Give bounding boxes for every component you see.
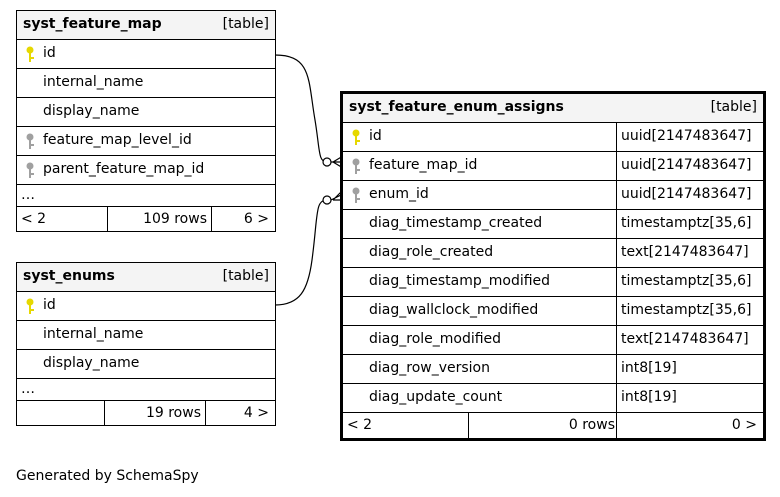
column-row[interactable]: id	[17, 291, 275, 320]
column-row[interactable]: diag_wallclock_modified timestamptz[35,6]	[343, 296, 763, 325]
column-row[interactable]: parent_feature_map_id	[17, 155, 275, 184]
primary-key-icon	[26, 46, 34, 62]
more-columns-row: …	[17, 378, 275, 400]
table-name: syst_feature_map	[23, 16, 162, 32]
column-row[interactable]: display_name	[17, 349, 275, 378]
column-name: id	[43, 297, 56, 313]
column-type: int8[19]	[621, 389, 677, 405]
table-kind: [table]	[222, 268, 269, 284]
column-row[interactable]: id uuid[2147483647]	[343, 122, 763, 151]
row-count: 0 rows	[568, 417, 615, 433]
table-syst-feature-enum-assigns[interactable]: syst_feature_enum_assigns [table] id uuid…	[340, 91, 766, 441]
table-name: syst_enums	[23, 268, 115, 284]
parents-count[interactable]: < 2	[347, 417, 373, 433]
foreign-key-icon	[352, 158, 360, 174]
column-name: enum_id	[369, 186, 429, 202]
primary-key-icon	[352, 129, 360, 145]
column-name: diag_role_modified	[369, 331, 502, 347]
column-name: display_name	[43, 355, 140, 371]
column-name: diag_role_created	[369, 244, 494, 260]
more-columns-ellipsis: …	[21, 381, 35, 397]
link-enums-optional-end	[322, 195, 332, 205]
column-row[interactable]: diag_update_count int8[19]	[343, 383, 763, 412]
column-row[interactable]: diag_role_modified text[2147483647]	[343, 325, 763, 354]
column-name: diag_row_version	[369, 360, 490, 376]
column-type: text[2147483647]	[621, 331, 749, 347]
column-name: id	[369, 128, 382, 144]
table-syst-enums[interactable]: syst_enums [table] id internal_name disp…	[16, 262, 276, 426]
column-name: feature_map_id	[369, 157, 478, 173]
column-type: timestamptz[35,6]	[621, 215, 752, 231]
table-kind: [table]	[222, 16, 269, 32]
column-name: display_name	[43, 103, 140, 119]
row-count: 19 rows	[145, 405, 201, 421]
column-row[interactable]: diag_row_version int8[19]	[343, 354, 763, 383]
column-name: diag_wallclock_modified	[369, 302, 539, 318]
column-name: diag_timestamp_created	[369, 215, 543, 231]
column-name: internal_name	[43, 74, 144, 90]
link-enums	[274, 199, 328, 306]
foreign-key-icon	[352, 187, 360, 203]
column-row[interactable]: feature_map_level_id	[17, 126, 275, 155]
table-footer: 19 rows 4 >	[17, 400, 275, 425]
children-count[interactable]: 6 >	[243, 211, 269, 227]
foreign-key-icon	[26, 133, 34, 149]
column-row[interactable]: diag_role_created text[2147483647]	[343, 238, 763, 267]
column-type: timestamptz[35,6]	[621, 302, 752, 318]
column-type: timestamptz[35,6]	[621, 273, 752, 289]
table-header: syst_feature_enum_assigns [table]	[343, 94, 763, 122]
more-columns-ellipsis: …	[21, 187, 35, 203]
children-count[interactable]: 4 >	[243, 405, 269, 421]
parents-count[interactable]: < 2	[21, 211, 47, 227]
column-list: id uuid[2147483647] feature_map_id uuid[214…	[343, 122, 763, 412]
column-row[interactable]: feature_map_id uuid[2147483647]	[343, 151, 763, 180]
table-kind: [table]	[710, 99, 757, 115]
table-syst-feature-map[interactable]: syst_feature_map [table] id internal_nam…	[16, 10, 276, 232]
link-feature-map	[274, 54, 328, 163]
column-type: int8[19]	[621, 360, 677, 376]
column-row[interactable]: internal_name	[17, 320, 275, 349]
children-count[interactable]: 0 >	[731, 417, 757, 433]
primary-key-icon	[26, 298, 34, 314]
table-name: syst_feature_enum_assigns	[349, 99, 564, 115]
table-footer: < 2 0 rows 0 >	[343, 412, 763, 438]
more-columns-row: …	[17, 184, 275, 206]
column-row[interactable]: internal_name	[17, 68, 275, 97]
row-count: 109 rows	[143, 211, 207, 227]
column-row[interactable]: id	[17, 39, 275, 68]
column-row[interactable]: enum_id uuid[2147483647]	[343, 180, 763, 209]
column-name: id	[43, 45, 56, 61]
column-name: parent_feature_map_id	[43, 161, 205, 177]
column-type: text[2147483647]	[621, 244, 749, 260]
column-type: uuid[2147483647]	[621, 186, 752, 202]
table-footer: < 2 109 rows 6 >	[17, 206, 275, 231]
generated-by-caption: Generated by SchemaSpy	[16, 468, 199, 484]
column-name: internal_name	[43, 326, 144, 342]
column-type: uuid[2147483647]	[621, 157, 752, 173]
table-header: syst_feature_map [table]	[17, 11, 275, 39]
column-row[interactable]: diag_timestamp_modified timestamptz[35,6]	[343, 267, 763, 296]
column-type: uuid[2147483647]	[621, 128, 752, 144]
column-row[interactable]: display_name	[17, 97, 275, 126]
column-name: feature_map_level_id	[43, 132, 192, 148]
column-name: diag_timestamp_modified	[369, 273, 551, 289]
link-feature-map-optional-end	[322, 157, 332, 167]
table-header: syst_enums [table]	[17, 263, 275, 291]
column-row[interactable]: diag_timestamp_created timestamptz[35,6]	[343, 209, 763, 238]
column-name: diag_update_count	[369, 389, 503, 405]
foreign-key-icon	[26, 162, 34, 178]
